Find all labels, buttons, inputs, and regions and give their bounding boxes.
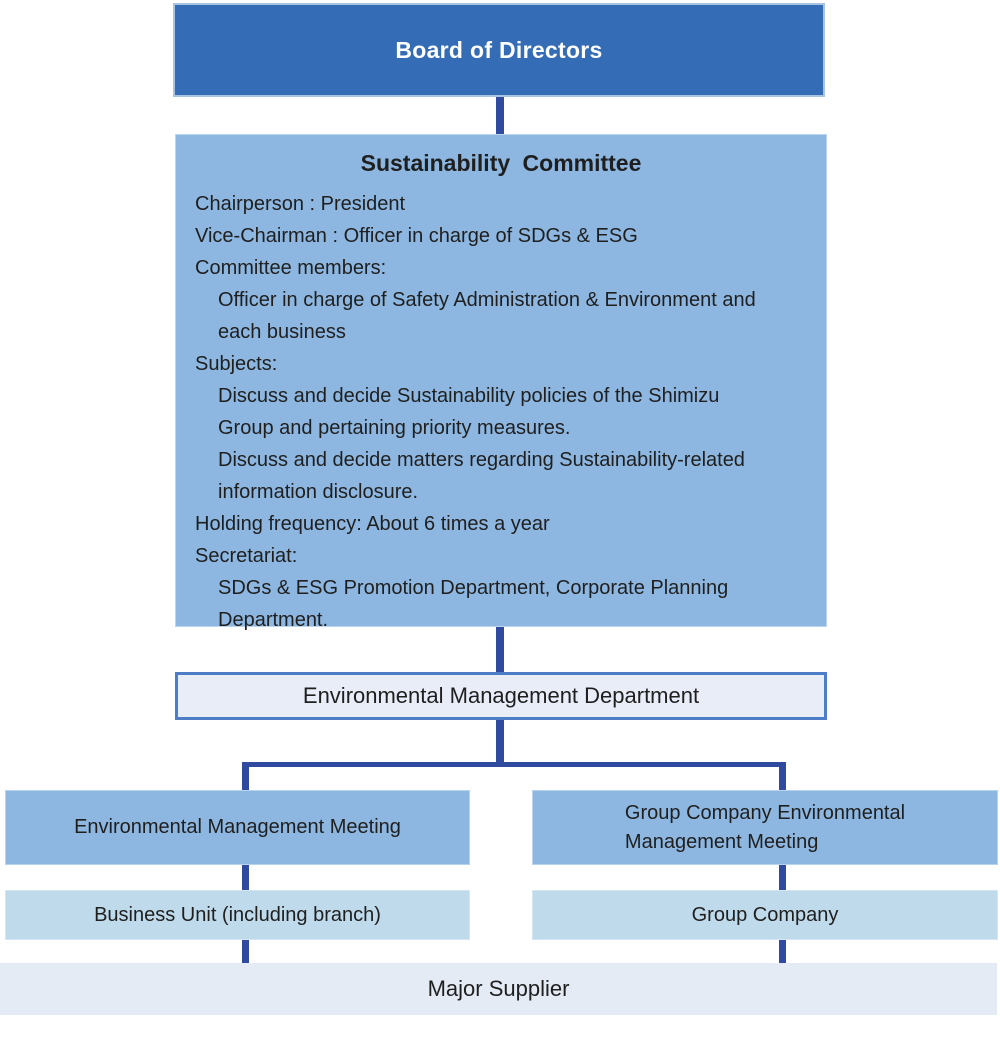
connector-committee-to-department	[496, 625, 504, 674]
business-unit-box: Business Unit (including branch)	[5, 890, 470, 940]
committee-line-subjects-1: Discuss and decide Sustainability polici…	[218, 385, 720, 407]
connector-left-unit-to-supplier	[242, 939, 249, 964]
connector-board-to-committee	[496, 95, 504, 136]
connector-branch-to-right-meeting	[779, 762, 786, 791]
committee-line-secretariat-2: Department.	[218, 609, 329, 631]
major-supplier-label: Major Supplier	[427, 976, 570, 1001]
connector-right-unit-to-supplier	[779, 939, 786, 964]
committee-line-subjects-heading: Subjects:	[195, 353, 278, 375]
connector-left-meeting-to-unit	[242, 864, 249, 891]
committee-line-vice-chairman: Vice-Chairman : Officer in charge of SDG…	[195, 225, 638, 247]
group-meeting-label-line2: Management Meeting	[624, 830, 819, 853]
sustainability-committee-box: Sustainability Committee Chairperson : P…	[175, 134, 827, 631]
group-company-environmental-management-meeting-box: Group Company Environmental Management M…	[532, 790, 998, 865]
business-unit-label: Business Unit (including branch)	[94, 903, 381, 926]
group-company-box: Group Company	[532, 890, 998, 940]
committee-line-subjects-4: information disclosure.	[218, 481, 419, 503]
group-company-environmental-management-meeting-label: Group Company Environmental Management M…	[625, 799, 905, 857]
group-meeting-label-line1: Group Company Environmental	[624, 801, 906, 824]
sustainability-committee-details: Chairperson : President Vice-Chairman : …	[176, 188, 826, 636]
committee-line-holding-frequency: Holding frequency: About 6 times a year	[195, 513, 550, 535]
major-supplier-box: Major Supplier	[0, 963, 997, 1015]
committee-line-members-heading: Committee members:	[195, 257, 387, 279]
connector-department-to-branch	[496, 718, 504, 765]
environmental-management-meeting-box: Environmental Management Meeting	[5, 790, 470, 865]
board-of-directors-label: Board of Directors	[395, 36, 603, 63]
connector-branch-horizontal	[242, 762, 786, 767]
group-company-label: Group Company	[691, 903, 839, 926]
committee-line-members-2: each business	[218, 321, 346, 343]
environmental-management-department-label: Environmental Management Department	[302, 683, 700, 708]
committee-line-secretariat-1: SDGs & ESG Promotion Department, Corpora…	[218, 577, 729, 599]
committee-line-secretariat-heading: Secretariat:	[195, 545, 298, 567]
board-of-directors-box: Board of Directors	[173, 3, 825, 97]
committee-line-subjects-3: Discuss and decide matters regarding Sus…	[218, 449, 745, 471]
environmental-management-meeting-label: Environmental Management Meeting	[74, 816, 401, 838]
connector-right-meeting-to-unit	[779, 864, 786, 891]
sustainability-committee-title: Sustainability Committee	[360, 150, 642, 176]
committee-line-chairperson: Chairperson : President	[195, 193, 406, 215]
connector-branch-to-left-meeting	[242, 762, 249, 791]
environmental-management-department-box: Environmental Management Department	[175, 672, 827, 720]
committee-line-members-1: Officer in charge of Safety Administrati…	[218, 289, 756, 311]
committee-line-subjects-2: Group and pertaining priority measures.	[218, 417, 571, 439]
